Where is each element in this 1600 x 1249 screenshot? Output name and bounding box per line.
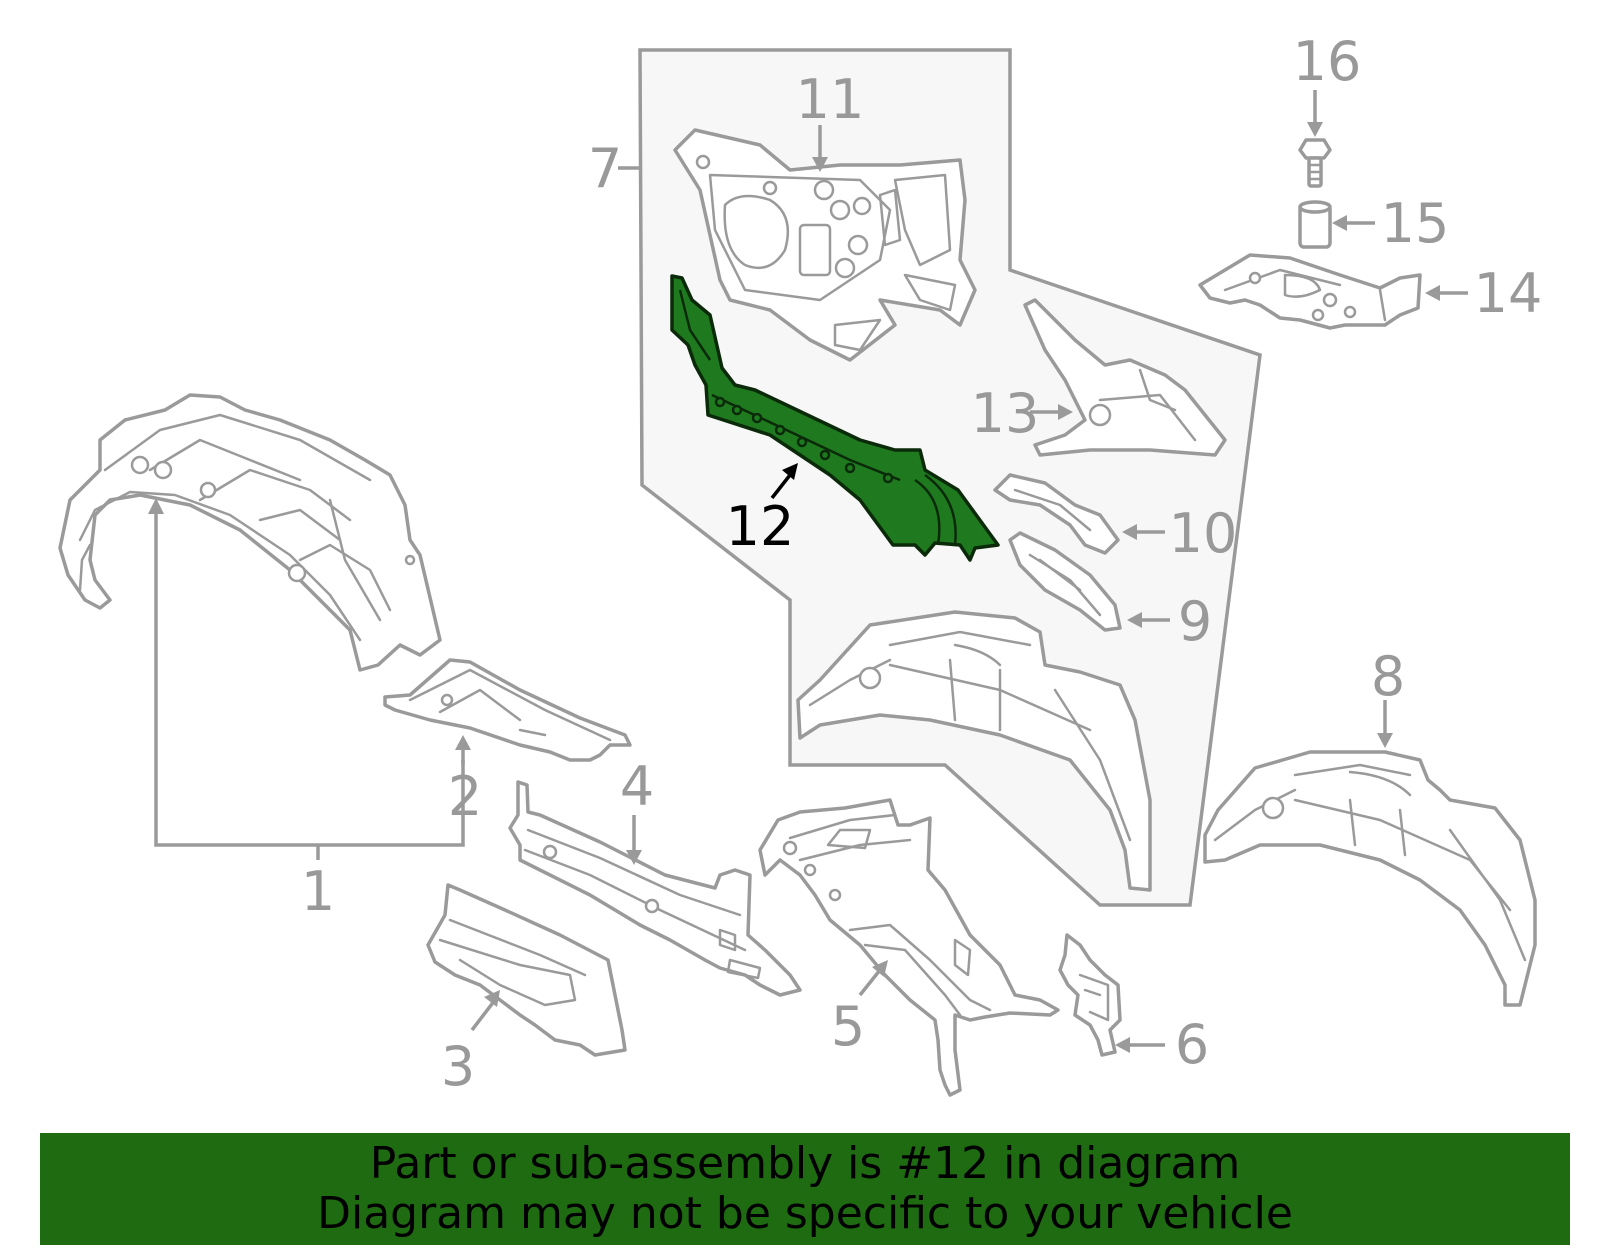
callout-7: 7 [588, 137, 622, 200]
callout-8: 8 [1371, 645, 1405, 708]
part-3-panel [426, 883, 627, 1057]
part-2-panel [383, 658, 632, 762]
leader-1 [148, 498, 465, 860]
parts-diagram: 1 2 3 4 5 6 7 8 9 10 11 12 13 14 15 16 [58, 30, 1543, 1098]
callout-1: 1 [301, 860, 335, 923]
leader-3 [470, 990, 500, 1032]
callout-3: 3 [441, 1035, 475, 1098]
callout-6: 6 [1175, 1013, 1209, 1076]
callout-15: 15 [1381, 192, 1450, 255]
part-6-bracket [1058, 933, 1122, 1057]
leader-2 [455, 735, 471, 765]
part-13-bracket [1023, 298, 1227, 457]
callout-13: 13 [971, 382, 1040, 445]
leader-8 [1377, 700, 1393, 748]
callout-10: 10 [1169, 502, 1238, 565]
callout-11: 11 [796, 68, 865, 131]
part-11-apron-panel [673, 128, 977, 362]
banner-line-disclaimer: Diagram may not be specific to your vehi… [317, 1188, 1293, 1239]
callout-4: 4 [620, 755, 654, 818]
callout-9: 9 [1178, 590, 1212, 653]
part-10-reinforcement [993, 473, 1120, 555]
part-15-spacer [1298, 200, 1332, 249]
part-12-highlighted-rail [670, 274, 1000, 562]
leader-5 [858, 960, 888, 997]
callout-12[interactable]: 12 [726, 495, 795, 558]
part-14-bracket [1198, 253, 1422, 330]
part-8-inner-wheelhouse [1203, 750, 1537, 1007]
info-banner: Part or sub-assembly is #12 in diagram D… [40, 1133, 1570, 1245]
leader-9 [1127, 612, 1170, 628]
part-1-outer-wheelhouse [58, 393, 442, 672]
callout-16: 16 [1293, 30, 1362, 93]
leader-11 [812, 125, 828, 172]
callout-14: 14 [1474, 262, 1543, 325]
part-16-bolt [1298, 138, 1332, 188]
leader-15 [1332, 215, 1375, 231]
callout-5: 5 [831, 995, 865, 1058]
part-5-member [758, 798, 1060, 1097]
leader-12[interactable] [770, 463, 798, 500]
callout-2: 2 [448, 765, 482, 828]
part-7-inner-wheelhouse [796, 610, 1152, 892]
leader-14 [1425, 285, 1468, 301]
banner-line-part-info: Part or sub-assembly is #12 in diagram [369, 1138, 1241, 1189]
leader-16 [1307, 90, 1323, 137]
part-9-reinforcement [1008, 531, 1122, 632]
leader-4 [626, 815, 642, 865]
leader-10 [1122, 524, 1165, 540]
leader-6 [1115, 1037, 1165, 1053]
leader-13 [1030, 404, 1073, 420]
